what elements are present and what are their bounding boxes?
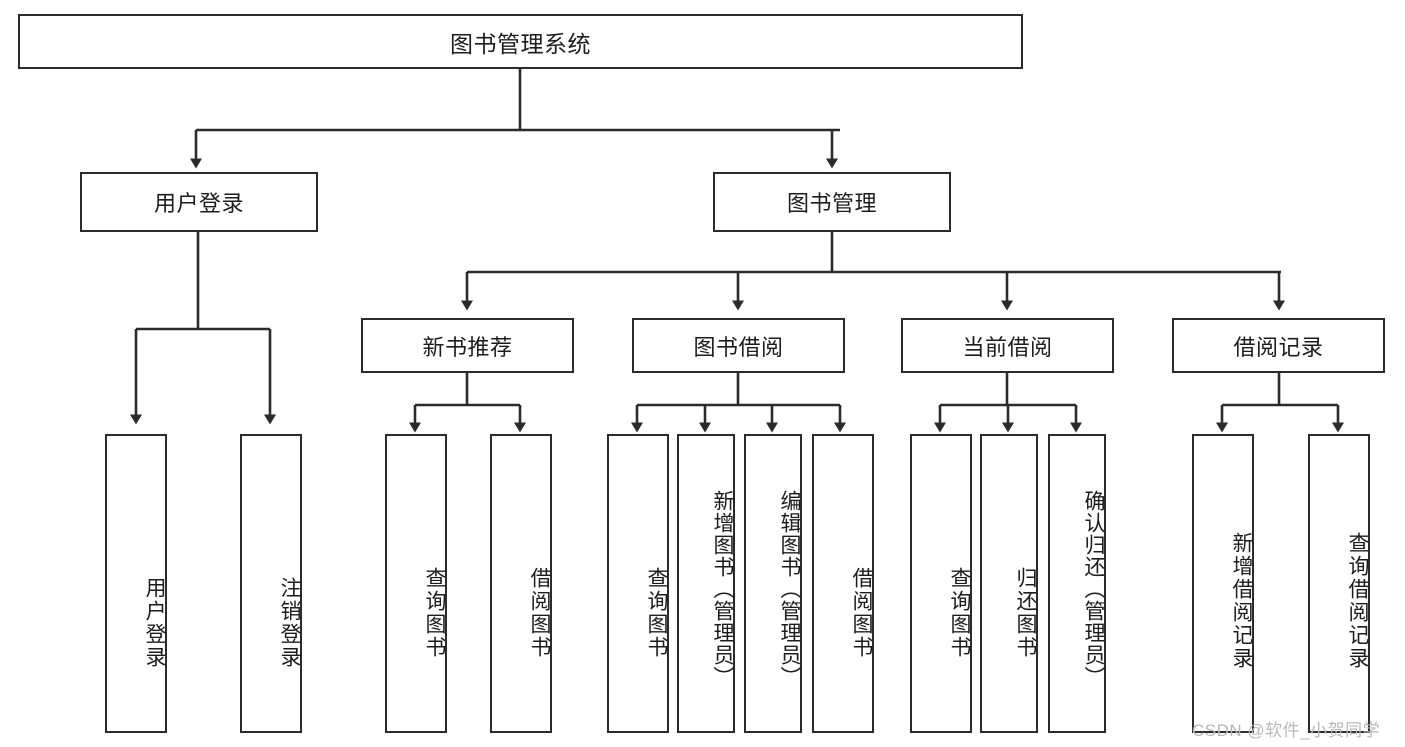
leaf-confirm-return[interactable]: 确认归还（管理员） [1048, 434, 1106, 733]
leaf-borrow-book-2[interactable]: 借阅图书 [812, 434, 874, 733]
leaf-query-book-2-label: 查询图书 [645, 566, 668, 659]
leaf-edit-book-label: 编辑图书（管理员） [778, 489, 801, 688]
leaf-user-login-label: 用户登录 [143, 576, 166, 669]
leaf-add-record-label: 新增借阅记录 [1230, 531, 1253, 670]
node-new-book-recommend[interactable]: 新书推荐 [361, 318, 574, 373]
leaf-return-book-label: 归还图书 [1014, 566, 1037, 659]
leaf-user-login[interactable]: 用户登录 [105, 434, 167, 733]
node-book-manage[interactable]: 图书管理 [713, 172, 951, 232]
leaf-borrow-book-2-label: 借阅图书 [850, 566, 873, 659]
node-borrow-record-label: 借阅记录 [1233, 334, 1324, 360]
leaf-add-book-label: 新增图书（管理员） [711, 489, 734, 688]
leaf-query-record-label: 查询借阅记录 [1346, 531, 1369, 670]
node-book-borrow-label: 图书借阅 [693, 334, 784, 360]
csdn-watermark: CSDN @软件_小贺同学 [1192, 721, 1381, 740]
leaf-query-book-3[interactable]: 查询图书 [910, 434, 972, 733]
leaf-add-record[interactable]: 新增借阅记录 [1192, 434, 1254, 733]
leaf-add-book[interactable]: 新增图书（管理员） [677, 434, 735, 733]
leaf-return-book[interactable]: 归还图书 [980, 434, 1038, 733]
node-book-manage-label: 图书管理 [786, 191, 877, 216]
node-root[interactable]: 图书管理系统 [18, 14, 1023, 69]
node-book-borrow[interactable]: 图书借阅 [632, 318, 845, 373]
leaf-logout-login[interactable]: 注销登录 [240, 434, 302, 733]
node-user-login-label: 用户登录 [153, 191, 244, 216]
leaf-borrow-book-1-label: 借阅图书 [528, 566, 551, 659]
leaf-query-record[interactable]: 查询借阅记录 [1308, 434, 1370, 733]
leaf-edit-book[interactable]: 编辑图书（管理员） [744, 434, 802, 733]
leaf-borrow-book-1[interactable]: 借阅图书 [490, 434, 552, 733]
node-user-login[interactable]: 用户登录 [80, 172, 318, 232]
node-new-book-recommend-label: 新书推荐 [422, 334, 513, 360]
leaf-query-book-2[interactable]: 查询图书 [607, 434, 669, 733]
leaf-confirm-return-label: 确认归还（管理员） [1082, 489, 1105, 688]
leaf-logout-login-label: 注销登录 [278, 576, 301, 669]
node-current-borrow[interactable]: 当前借阅 [901, 318, 1114, 373]
leaf-query-book-1-label: 查询图书 [423, 566, 446, 659]
leaf-query-book-3-label: 查询图书 [948, 566, 971, 659]
leaf-query-book-1[interactable]: 查询图书 [385, 434, 447, 733]
node-root-label: 图书管理系统 [450, 30, 591, 57]
node-current-borrow-label: 当前借阅 [962, 334, 1053, 360]
node-borrow-record[interactable]: 借阅记录 [1172, 318, 1385, 373]
